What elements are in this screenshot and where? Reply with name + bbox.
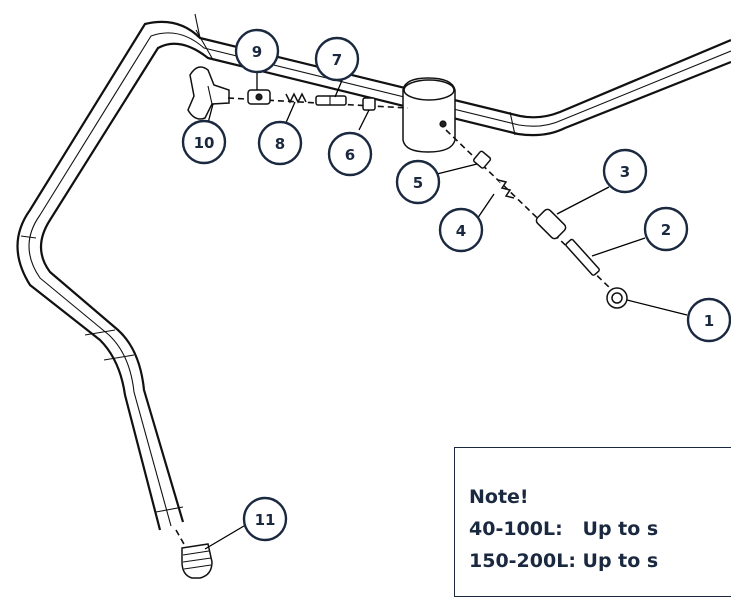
callout-1: 1 [688,299,730,341]
callout-label: 3 [620,163,630,181]
part-1-cap [607,288,627,308]
callout-label: 4 [456,222,466,240]
part-7-pin [316,96,346,105]
part-3-pin-head [535,208,568,241]
callout-2: 2 [645,208,687,250]
callout-label: 2 [661,221,671,239]
callout-10: 10 [183,121,225,163]
callout-label: 8 [275,135,285,153]
callout-4: 4 [440,209,482,251]
part-11-foot [182,544,212,578]
note-line-150-200l: 150-200L: Up to s [469,550,658,572]
callout-label: 7 [332,51,342,69]
callout-6: 6 [329,133,371,175]
callout-label: 11 [255,511,276,529]
clamp-block [403,78,455,152]
part-10-knob [188,67,229,119]
callout-9: 9 [236,30,278,72]
callout-label: 1 [704,312,714,330]
callout-label: 9 [252,43,262,61]
callout-7: 7 [316,38,358,80]
part-2-pin [565,239,600,276]
note-title: Note! [469,486,529,508]
callout-label: 10 [194,134,215,152]
part-8-spring [286,94,306,102]
callout-8: 8 [259,122,301,164]
note-line-40-100l: 40-100L: Up to s [469,518,658,540]
callout-label: 6 [345,146,355,164]
part-6-bushing [363,98,375,110]
callout-11: 11 [244,498,286,540]
callout-label: 5 [413,174,423,192]
note-box: Note! 40-100L: Up to s 150-200L: Up to s [454,447,731,597]
callout-5: 5 [397,161,439,203]
part-5-bushing [473,151,491,169]
part-9-nut [248,90,270,104]
callout-3: 3 [604,150,646,192]
